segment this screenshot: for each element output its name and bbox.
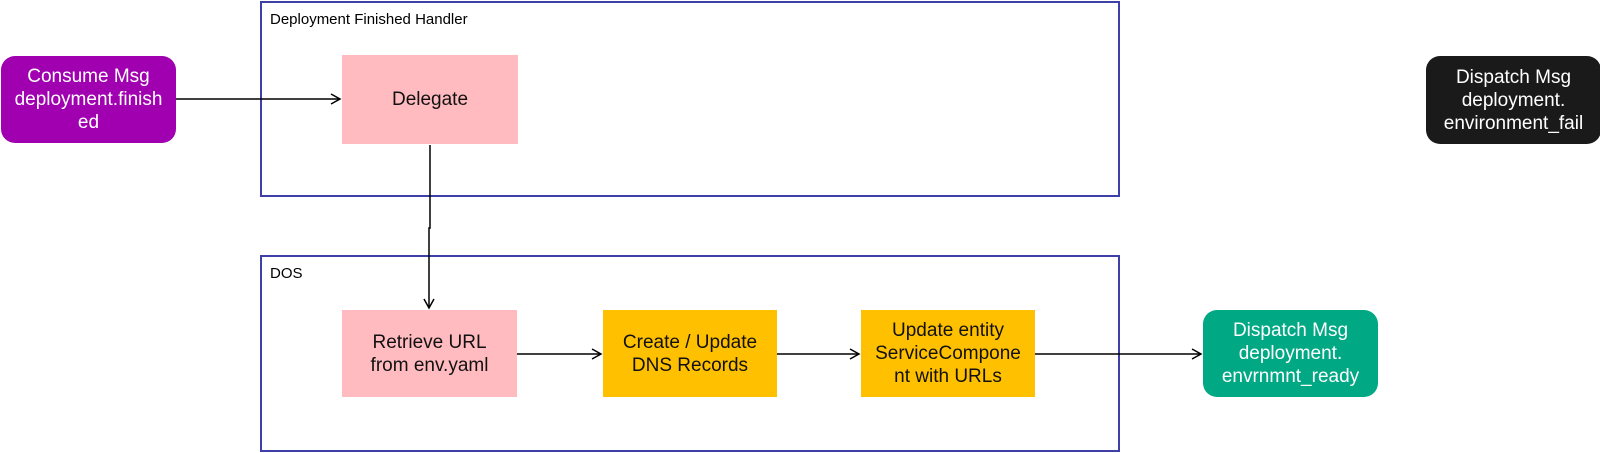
dispatch-fail-node: Dispatch Msg deployment. environment_fai… [1426, 56, 1600, 144]
node-label: Update entity ServiceCompone nt with URL… [875, 320, 1021, 387]
node-label: Consume Msg deployment.finish ed [14, 66, 163, 133]
node-label: Dispatch Msg deployment. envrnmnt_ready [1221, 320, 1360, 387]
retrieve-url-node: Retrieve URL from env.yaml [342, 310, 517, 397]
container-label: DOS [270, 265, 303, 282]
node-label: Dispatch Msg deployment. environment_fai… [1443, 66, 1584, 134]
delegate-node: Delegate [342, 55, 518, 144]
node-label: Delegate [391, 89, 469, 110]
consume-msg-node: Consume Msg deployment.finish ed [1, 56, 176, 143]
dns-records-node: Create / Update DNS Records [603, 310, 777, 397]
update-entity-node: Update entity ServiceCompone nt with URL… [861, 310, 1035, 397]
node-label: Create / Update DNS Records [622, 331, 758, 376]
container-label: Deployment Finished Handler [270, 11, 468, 28]
dispatch-ready-node: Dispatch Msg deployment. envrnmnt_ready [1203, 310, 1378, 397]
node-label: Retrieve URL from env.yaml [370, 331, 489, 376]
